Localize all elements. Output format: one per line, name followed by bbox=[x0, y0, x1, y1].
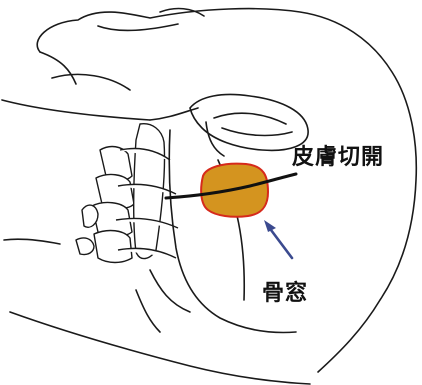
bone-window-label: 骨窓 bbox=[262, 275, 308, 307]
ear bbox=[190, 95, 308, 157]
bone-window-arrow bbox=[264, 220, 292, 258]
skin-incision-label: 皮膚切開 bbox=[292, 139, 384, 171]
cervical-spine bbox=[76, 124, 178, 263]
